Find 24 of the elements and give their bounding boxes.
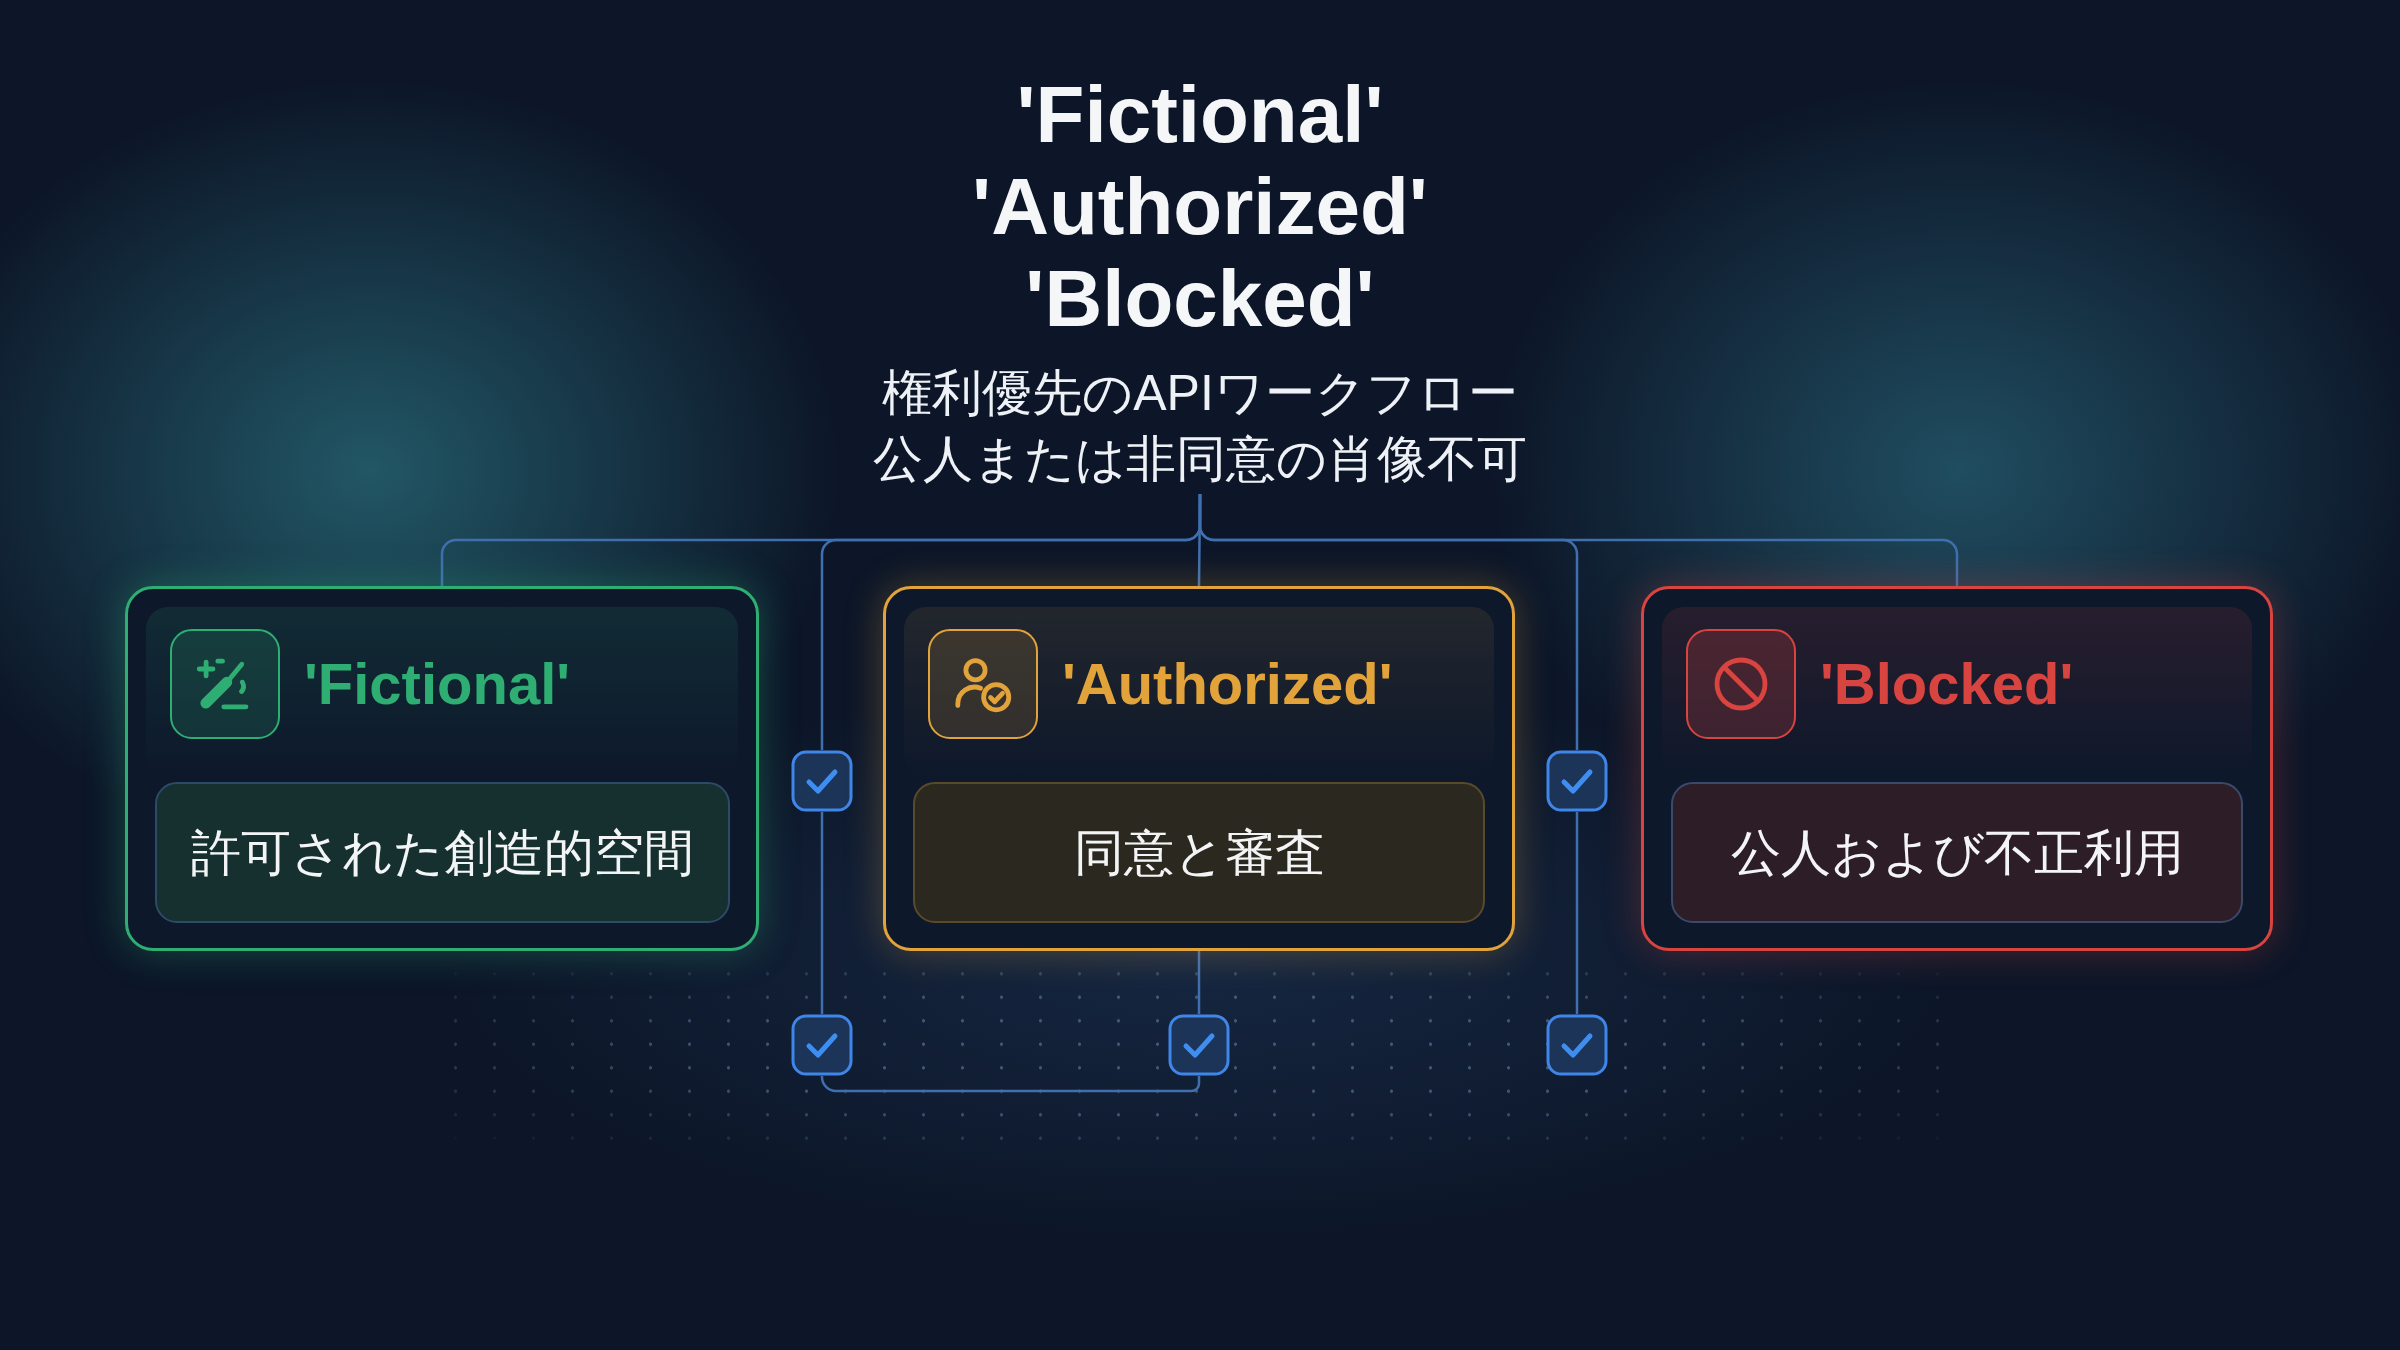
checkbox-icon	[791, 1014, 853, 1076]
category-card	[125, 586, 759, 951]
checkbox-icon	[1546, 750, 1608, 812]
connector-line	[1575, 812, 1579, 1014]
description-text: 同意と審査	[1073, 823, 1325, 883]
description-text: 公人および不正利用	[1730, 823, 2184, 883]
description-panel	[155, 782, 730, 923]
title: 'Fictional' 'Authorized' 'Blocked'	[971, 69, 1429, 345]
connector-line	[820, 812, 824, 1014]
checkbox-icon	[1168, 1014, 1230, 1076]
card-heading: 'Blocked'	[1820, 650, 2074, 718]
description-panel	[913, 782, 1485, 923]
subtitle: 公人または非同意の肖像不可	[872, 430, 1528, 489]
category-card	[1641, 586, 2273, 951]
category-card	[883, 586, 1515, 951]
connector-line	[1197, 951, 1201, 1014]
card-heading: 'Authorized'	[1062, 650, 1393, 718]
checkbox-icon	[1546, 1014, 1608, 1076]
connector-line	[1198, 494, 1959, 586]
description-text: 許可された創造的空間	[191, 823, 694, 883]
subtitle: 権利優先のAPIワークフロー	[881, 364, 1519, 423]
card-heading: 'Fictional'	[304, 650, 571, 718]
description-panel	[1671, 782, 2243, 923]
checkbox-icon	[791, 750, 853, 812]
